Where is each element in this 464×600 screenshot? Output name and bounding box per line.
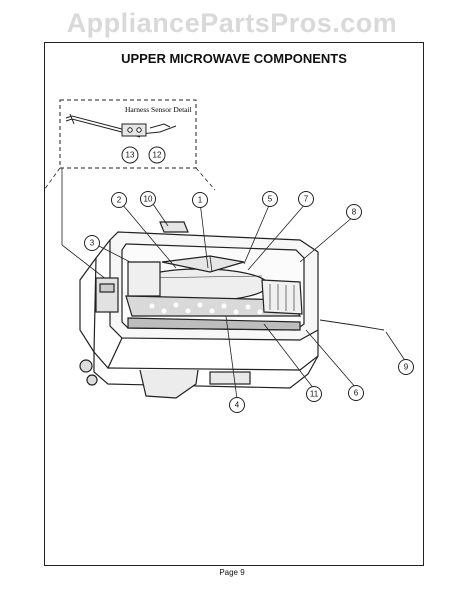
callout-label-2: 2 [117, 196, 122, 205]
callout-label-13: 13 [126, 151, 135, 160]
callout-10-circle [140, 191, 156, 207]
callout-5-circle [262, 191, 278, 207]
detail-leader-right [195, 167, 216, 191]
callout-12-circle [148, 146, 166, 164]
callout-labels: 13 12 2 10 1 5 7 8 3 9 6 11 4 [90, 151, 409, 410]
callout-label-4: 4 [235, 401, 240, 410]
harness-detail-label: Harness Sensor Detail [125, 105, 192, 114]
callout-3-circle [84, 235, 100, 251]
callout-label-1: 1 [198, 196, 203, 205]
callout-11-circle [306, 386, 322, 402]
callout-1-circle [192, 192, 208, 208]
callout-label-7: 7 [304, 195, 309, 204]
callout-6-circle [348, 385, 364, 401]
callout-label-8: 8 [352, 208, 357, 217]
callout-label-5: 5 [268, 195, 273, 204]
callout-8-circle [346, 204, 362, 220]
callout-7-circle [298, 191, 314, 207]
page-footer: Page 9 [219, 568, 245, 577]
callout-2-circle [111, 192, 127, 208]
callout-label-3: 3 [90, 239, 95, 248]
callout-9-circle [398, 359, 414, 375]
callout-13-circle [121, 146, 139, 164]
harness-detail-box [59, 99, 197, 169]
watermark: AppliancePartsPros.com [66, 8, 398, 38]
callout-label-6: 6 [354, 389, 359, 398]
harness-sensor-drawing [65, 113, 177, 138]
callout-label-10: 10 [144, 195, 153, 204]
callout-label-11: 11 [310, 390, 319, 399]
callout-circles [84, 146, 414, 413]
callout-label-9: 9 [404, 363, 409, 372]
detail-leader-left [43, 167, 61, 191]
callout-4-circle [229, 397, 245, 413]
diagram-frame: UPPER MICROWAVE COMPONENTS [44, 42, 424, 566]
callout-label-12: 12 [153, 151, 162, 160]
page-title: UPPER MICROWAVE COMPONENTS [121, 51, 347, 66]
callout-leaders [96, 200, 407, 400]
microwave-unit-drawing [79, 221, 385, 399]
